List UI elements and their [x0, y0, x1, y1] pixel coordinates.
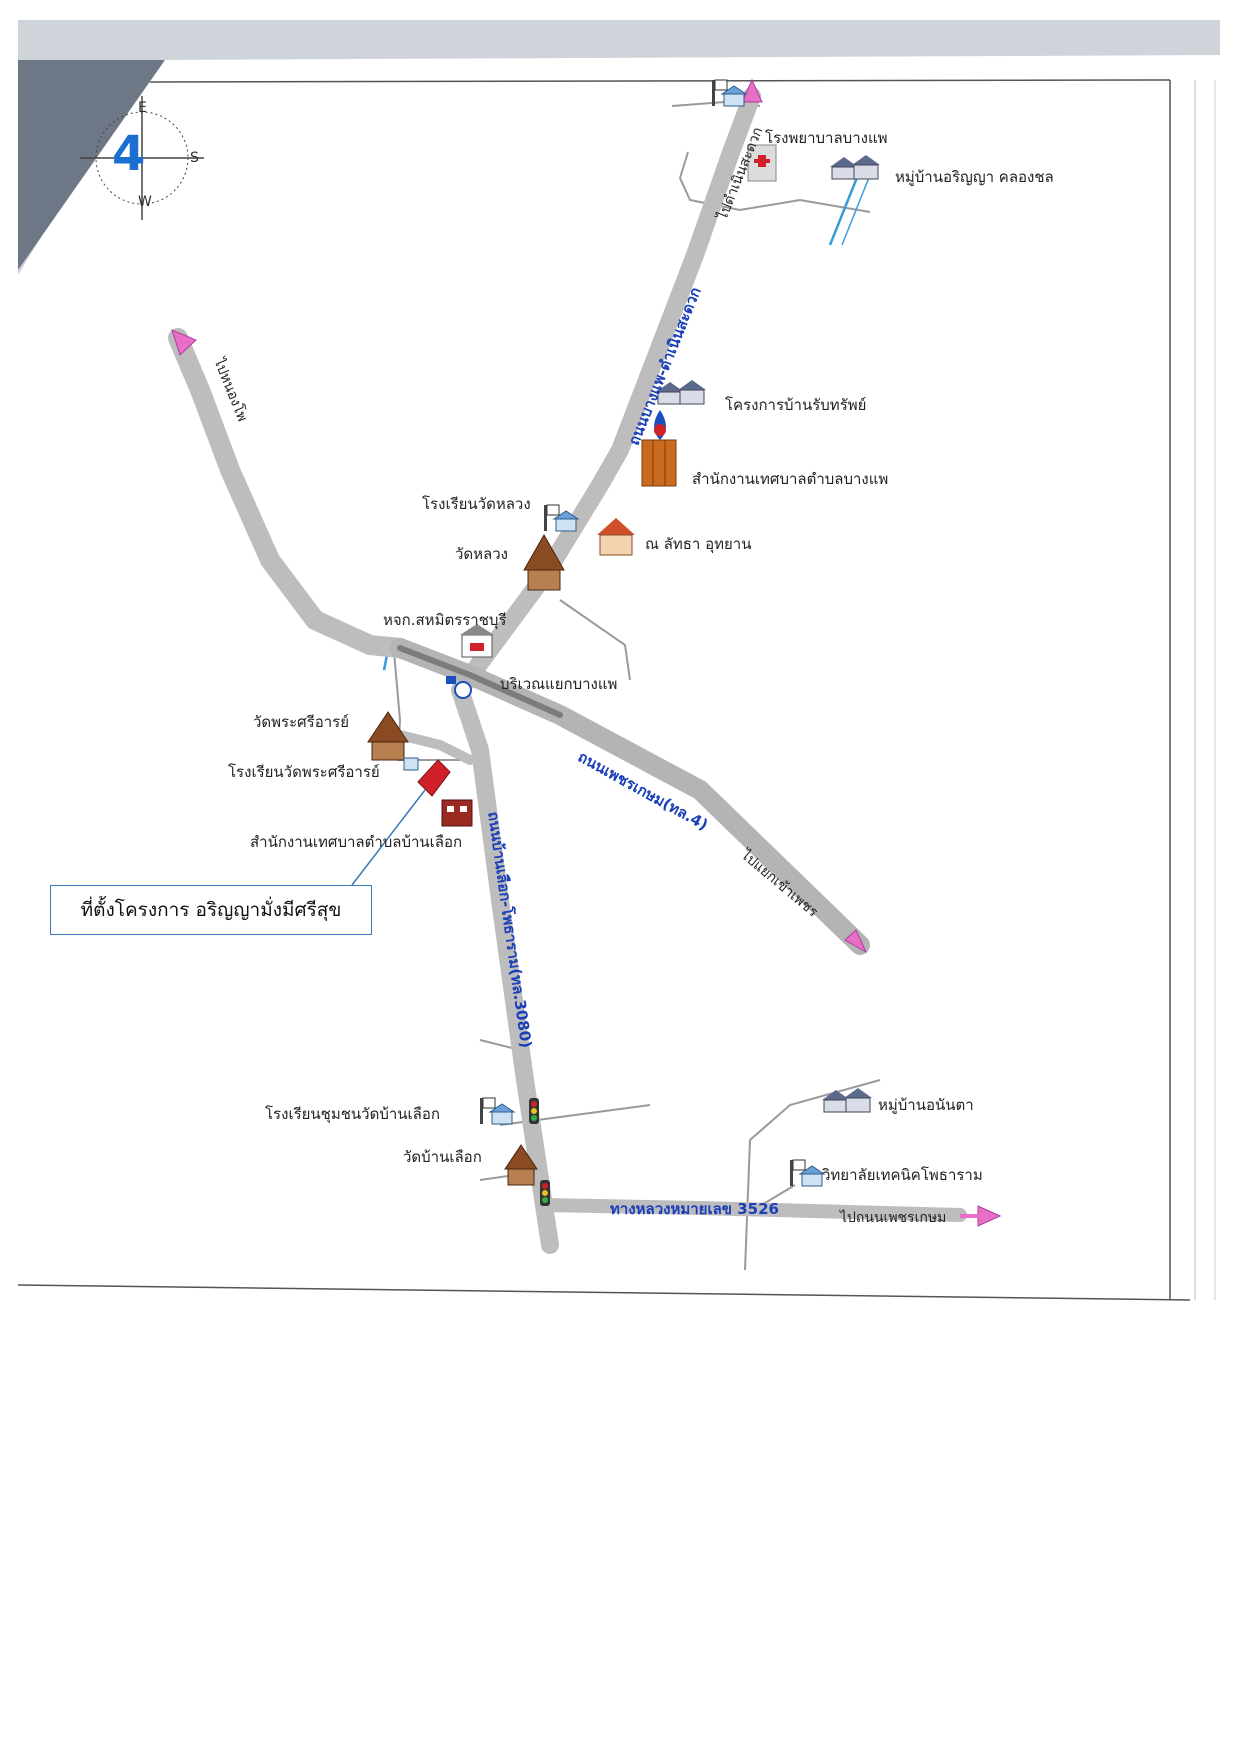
- label-school-wat-luang: โรงเรียนวัดหลวง: [422, 495, 531, 513]
- municipal-office-icon: [641, 439, 677, 487]
- label-wat-luang: วัดหลวง: [455, 545, 508, 563]
- label-village-arinya: หมู่บ้านอริญญา คลองชล: [895, 168, 1054, 186]
- resort-icon: [597, 518, 635, 556]
- fuel-station-icon: [654, 410, 666, 440]
- temple-icon: [367, 711, 409, 761]
- label-village-ananta: หมู่บ้านอนันตา: [878, 1096, 974, 1114]
- village-icon: [822, 1088, 872, 1113]
- label-municipal-bangphae: สำนักงานเทศบาลตำบลบางแพ: [692, 470, 889, 488]
- frame-bottom: [17, 1284, 1191, 1301]
- label-bank: หจก.สหมิตรราชบุรี: [383, 611, 507, 629]
- temple-icon: [504, 1144, 538, 1186]
- label-project-rab-sap: โครงการบ้านรับทรัพย์: [725, 396, 867, 414]
- compass: 4: [80, 96, 204, 220]
- temple-icon: [523, 533, 565, 591]
- compass-e: E: [138, 100, 147, 116]
- label-school-phra-si-ariya: โรงเรียนวัดพระศรีอารย์: [228, 763, 380, 781]
- scan-shadow: [18, 20, 1220, 275]
- label-tech-college: วิทยาลัยเทคนิคโพธาราม: [822, 1166, 983, 1184]
- traffic-light-icon: [529, 1098, 539, 1124]
- compass-w: W: [138, 194, 152, 210]
- project-site-icon: [403, 757, 451, 797]
- project-site-callout: ที่ตั้งโครงการ อริญญามั่งมีศรีสุข: [50, 885, 372, 935]
- village-icon: [830, 155, 880, 180]
- bank-icon: [460, 624, 494, 658]
- frame-top: [149, 79, 1171, 83]
- label-wat-ban-lueak: วัดบ้านเลือก: [403, 1148, 482, 1166]
- direction-arrows: [171, 78, 1002, 1227]
- hospital-icon: [747, 144, 777, 182]
- compass-north-mark: 4: [112, 126, 145, 182]
- label-wat-phra-si-ariya: วัดพระศรีอารย์: [253, 713, 350, 731]
- label-junction: บริเวณแยกบางแพ: [500, 675, 618, 693]
- village-icon: [656, 380, 706, 405]
- school-icon: [790, 1159, 826, 1187]
- label-school-ban-lueak: โรงเรียนชุมชนวัดบ้านเลือก: [265, 1105, 440, 1123]
- label-municipal-ban-lueak: สำนักงานเทศบาลตำบลบ้านเลือก: [250, 833, 463, 851]
- callout-leader: [351, 789, 426, 886]
- school-icon: [480, 1097, 516, 1125]
- major-roads: [168, 87, 967, 1254]
- compass-s: S: [190, 150, 199, 166]
- canal-1: [828, 169, 862, 246]
- school-icon: [544, 504, 580, 532]
- canal-2: [841, 169, 873, 246]
- school-icon: [712, 79, 748, 107]
- arrow-north: [741, 78, 763, 103]
- label-hospital: โรงพยาบาลบางแพ: [765, 129, 888, 147]
- scan-shadow-dark: [18, 60, 165, 270]
- road-label-highway-3526: ทางหลวงหมายเลข 3526: [610, 1200, 779, 1218]
- label-na-sattha: ณ ลัทธา อุทยาน: [645, 535, 752, 553]
- arrow-southeast: [844, 929, 868, 954]
- junction-marker-icon: [446, 676, 472, 699]
- arrow-northwest: [171, 329, 197, 356]
- direction-to-phetkasem: ไปถนนเพชรเกษม: [840, 1210, 947, 1226]
- traffic-light-icon: [540, 1180, 550, 1206]
- municipal-office-icon: [441, 799, 473, 827]
